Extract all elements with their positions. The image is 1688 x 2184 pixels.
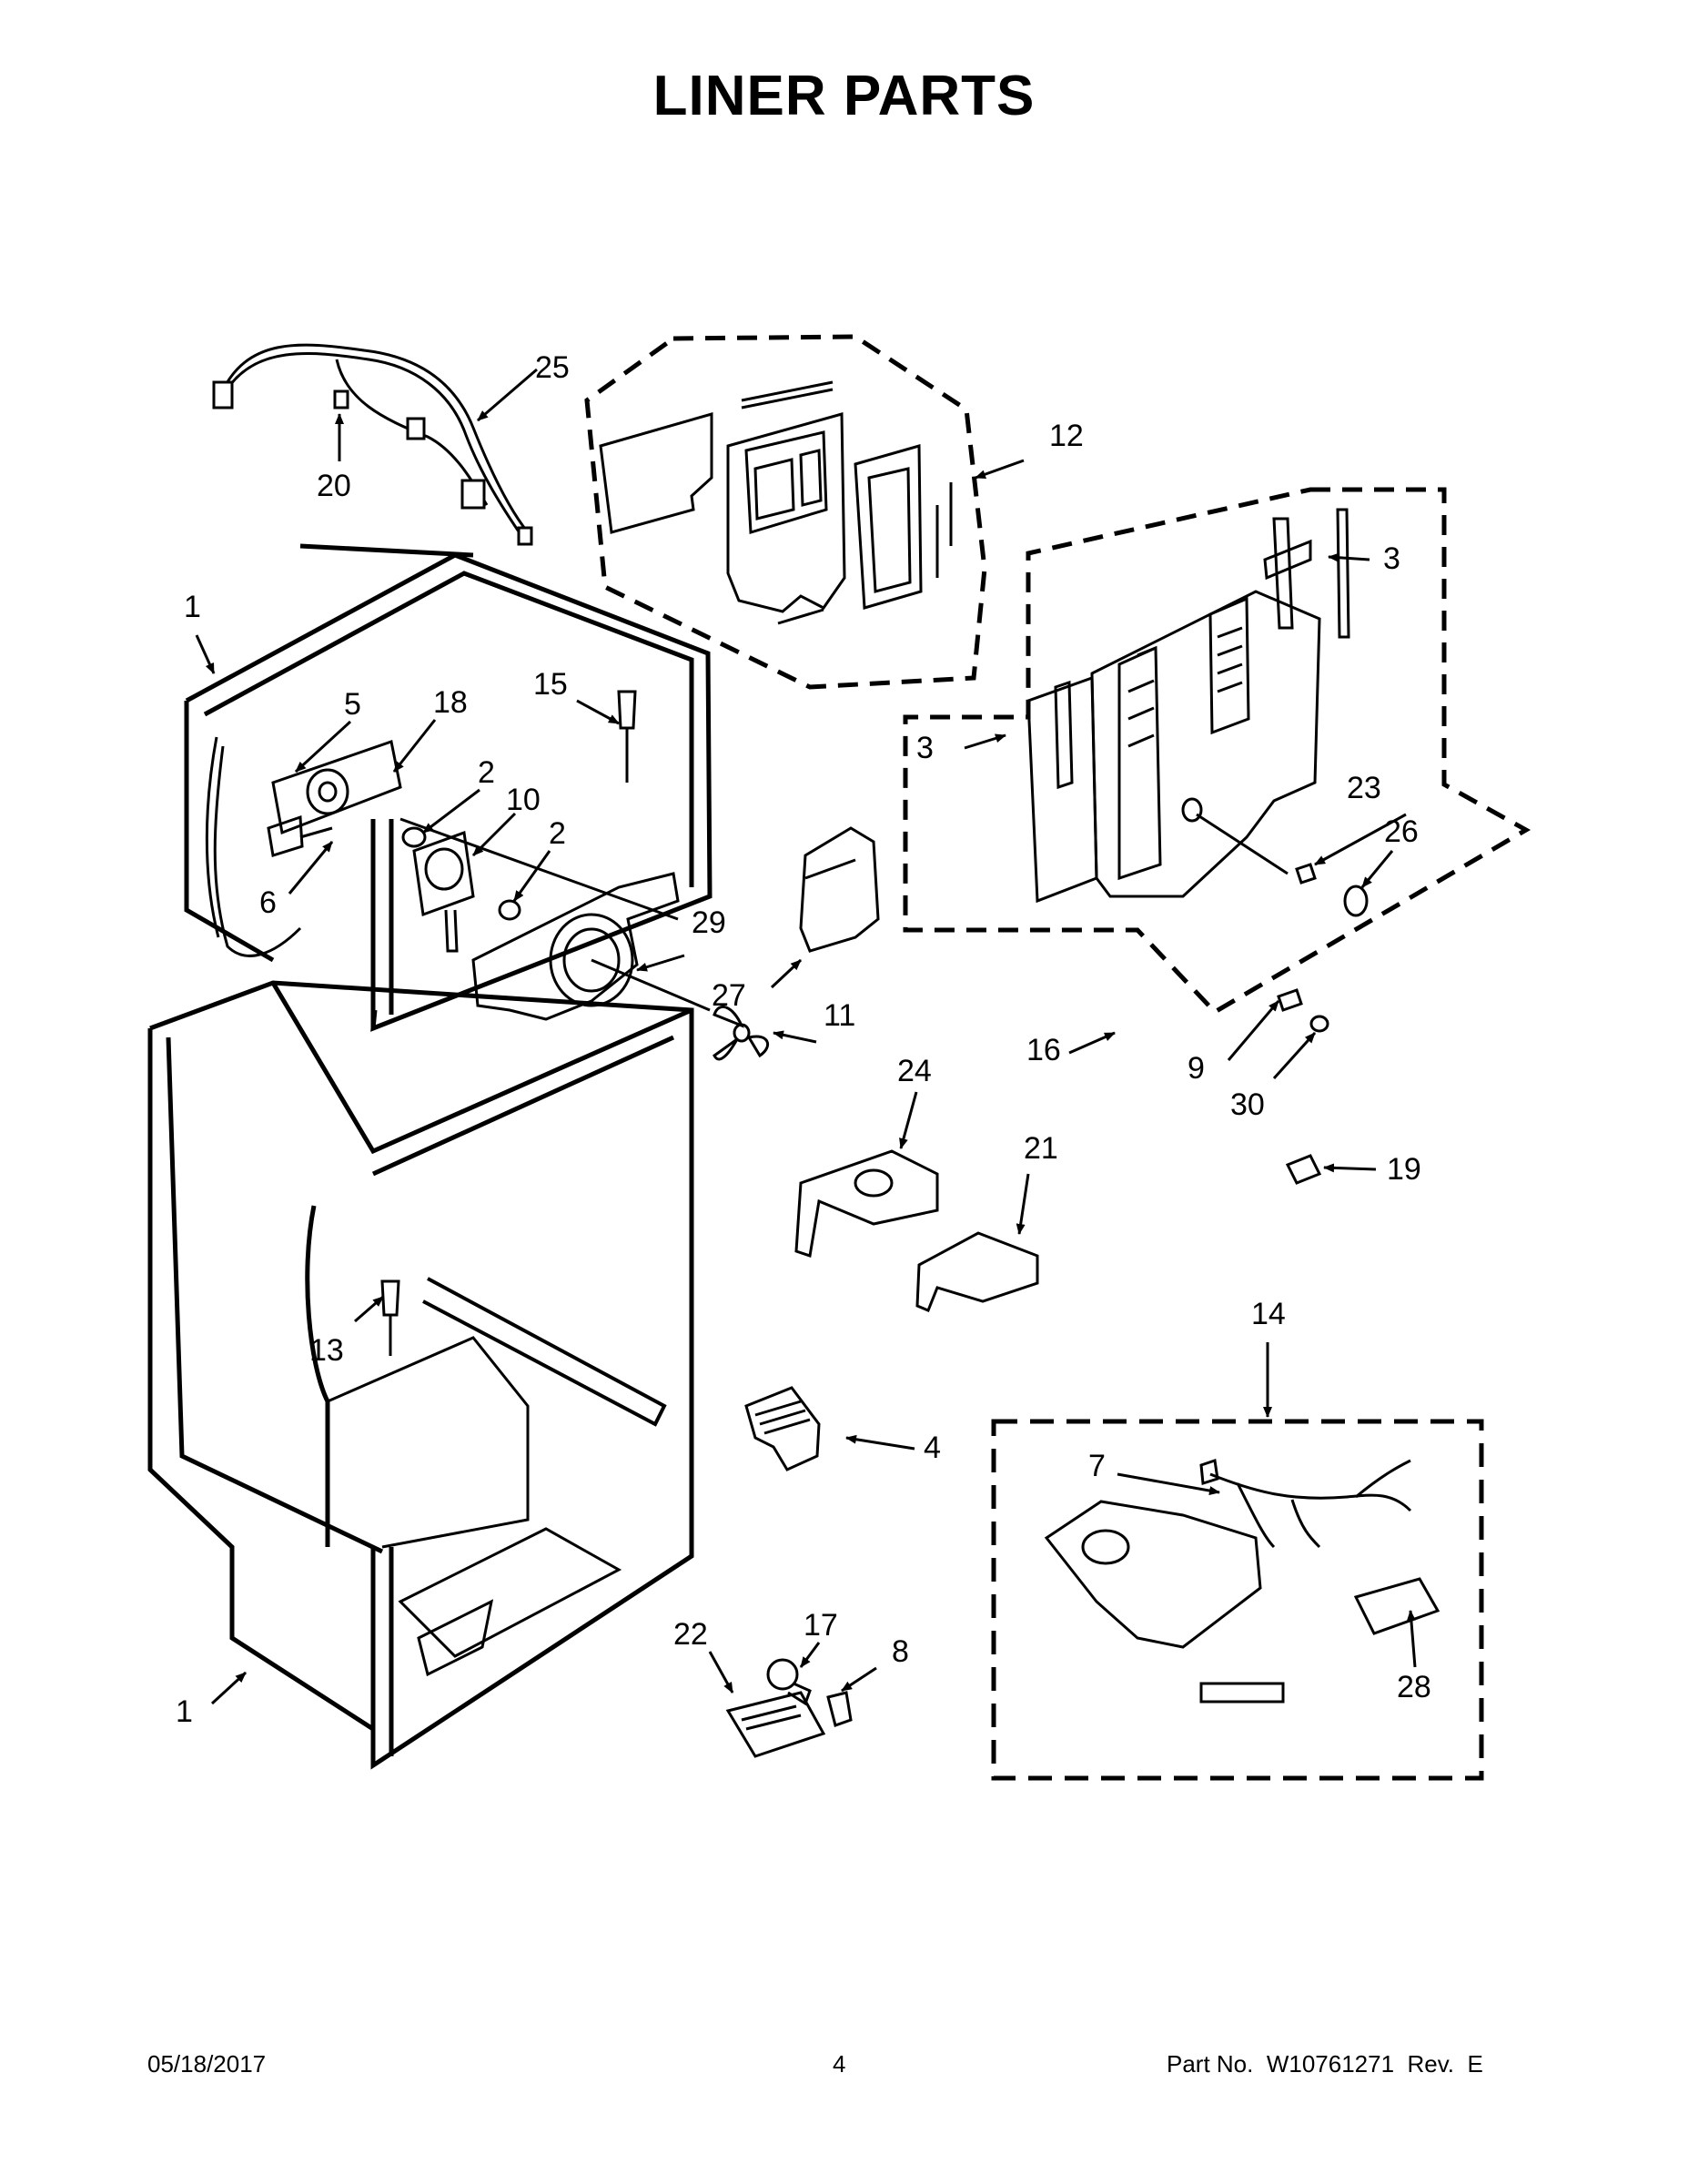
callout-25: 25	[535, 350, 570, 385]
callout-24: 24	[897, 1054, 932, 1088]
callout-4: 4	[924, 1431, 941, 1465]
callout-30: 30	[1230, 1087, 1265, 1122]
callout-17: 17	[804, 1608, 838, 1643]
callout-28: 28	[1397, 1670, 1431, 1704]
callout-15: 15	[533, 667, 568, 702]
callout-13: 13	[309, 1333, 344, 1368]
fresh-food-liner-part	[147, 980, 694, 1770]
callout-3b: 3	[916, 731, 934, 765]
small-hardware-part	[1277, 863, 1369, 1185]
rear-panel-part	[1026, 508, 1350, 904]
evaporator-cover-part	[599, 380, 953, 625]
callout-19: 19	[1387, 1152, 1421, 1187]
footer-part-number: Part No. W10761271 Rev. E	[1167, 2050, 1483, 2078]
group-16-dashed-outline	[903, 487, 1531, 1016]
callout-27: 27	[712, 978, 746, 1013]
light-bulb-part	[725, 1658, 853, 1758]
control-housing-part	[1044, 1459, 1440, 1704]
fan-blade-part	[713, 1005, 770, 1061]
callout-6: 6	[259, 885, 277, 920]
freezer-liner-part	[184, 543, 713, 1032]
footer-page-number: 4	[833, 2050, 846, 2078]
light-assembly-part	[744, 1386, 821, 1471]
callout-20: 20	[317, 469, 351, 503]
callout-2a: 2	[478, 755, 495, 790]
callout-9: 9	[1188, 1051, 1205, 1086]
callout-26: 26	[1384, 814, 1419, 849]
fan-motor-part	[401, 826, 521, 953]
vent-cover-part	[799, 826, 880, 953]
callout-1a: 1	[184, 590, 201, 624]
callout-22: 22	[673, 1617, 708, 1652]
callout-7: 7	[1088, 1449, 1106, 1483]
callout-11: 11	[824, 998, 855, 1033]
callout-5: 5	[344, 687, 361, 722]
callout-23: 23	[1347, 771, 1381, 805]
footer-date: 05/18/2017	[147, 2050, 267, 2078]
callout-21: 21	[1024, 1131, 1058, 1166]
callout-1b: 1	[176, 1694, 193, 1729]
callout-3a: 3	[1383, 541, 1400, 576]
callout-14: 14	[1251, 1297, 1286, 1331]
callout-leader-lines	[195, 368, 1417, 1705]
callout-10: 10	[506, 783, 541, 817]
crisper-bracket-part	[794, 1149, 1039, 1312]
group-12-dashed-outline	[584, 334, 987, 690]
callout-16: 16	[1026, 1033, 1061, 1067]
thermistor-part	[380, 690, 637, 1356]
page-title: LINER PARTS	[652, 65, 1036, 127]
callout-8: 8	[892, 1634, 909, 1669]
callout-12: 12	[1049, 419, 1084, 453]
callout-labels: 25 20 12 3 3 1 5 18 15 2 10 2 6 29 27 11…	[176, 350, 1431, 1729]
wire-harness-part	[212, 343, 533, 546]
control-bracket-part	[267, 740, 402, 857]
callout-18: 18	[433, 685, 468, 720]
group-14-dashed-outline	[991, 1419, 1484, 1781]
callout-2b: 2	[549, 816, 566, 851]
callout-29: 29	[692, 905, 726, 940]
